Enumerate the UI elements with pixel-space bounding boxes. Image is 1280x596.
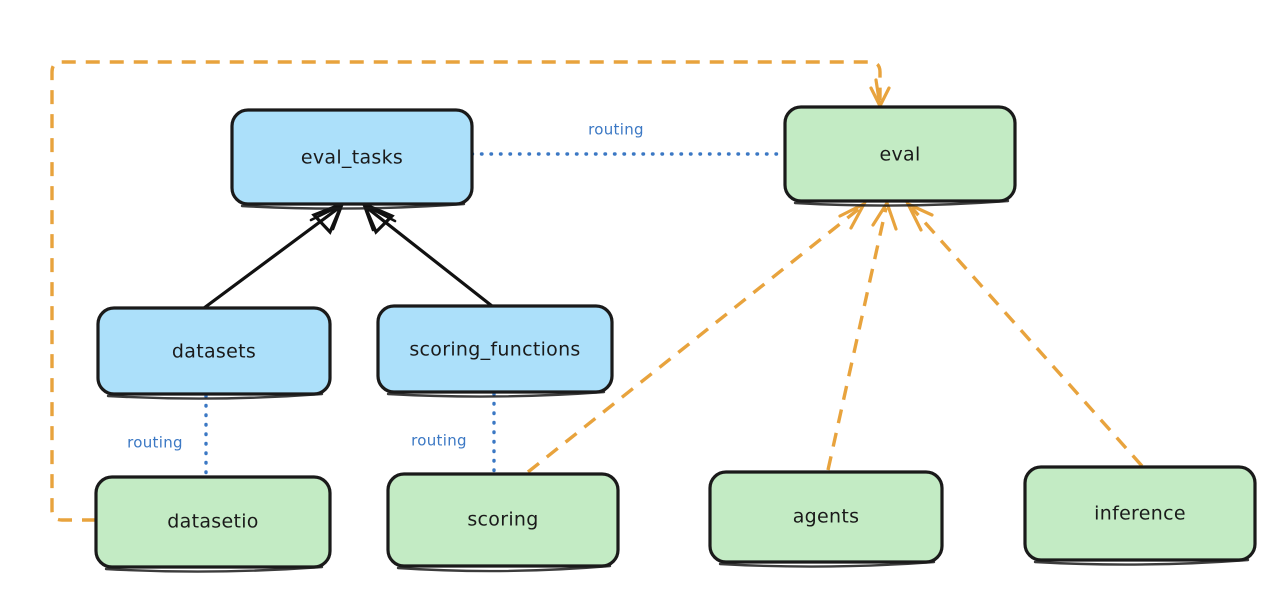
node-eval-tasks[interactable]: eval_tasks — [230, 108, 474, 210]
edge-datasets-to-eval-tasks — [202, 201, 345, 310]
node-label-eval-tasks: eval_tasks — [301, 147, 403, 169]
node-scoring[interactable]: scoring — [386, 472, 620, 573]
node-label-datasets: datasets — [172, 341, 256, 363]
node-eval[interactable]: eval — [783, 105, 1017, 207]
node-label-scoring-functions: scoring_functions — [409, 339, 580, 361]
node-agents[interactable]: agents — [708, 470, 944, 568]
edge-label-routing-datasets: routing — [127, 434, 183, 452]
edge-agents-to-eval — [826, 199, 898, 471]
node-label-agents: agents — [793, 506, 860, 528]
edge-label-routing-eval: routing — [588, 121, 644, 139]
edge-scoring-to-eval — [526, 200, 868, 474]
node-label-eval: eval — [879, 144, 920, 166]
node-label-inference: inference — [1094, 503, 1186, 525]
edge-label-routing-scoring-functions: routing — [411, 432, 467, 450]
node-datasetio[interactable]: datasetio — [94, 475, 332, 573]
node-datasets[interactable]: datasets — [96, 306, 332, 400]
node-label-scoring: scoring — [467, 509, 538, 531]
node-inference[interactable]: inference — [1023, 465, 1257, 566]
node-label-datasetio: datasetio — [167, 511, 258, 533]
edge-scoring-functions-to-eval-tasks — [360, 200, 494, 308]
node-scoring-functions[interactable]: scoring_functions — [376, 304, 614, 398]
edge-inference-to-eval — [904, 200, 1144, 468]
